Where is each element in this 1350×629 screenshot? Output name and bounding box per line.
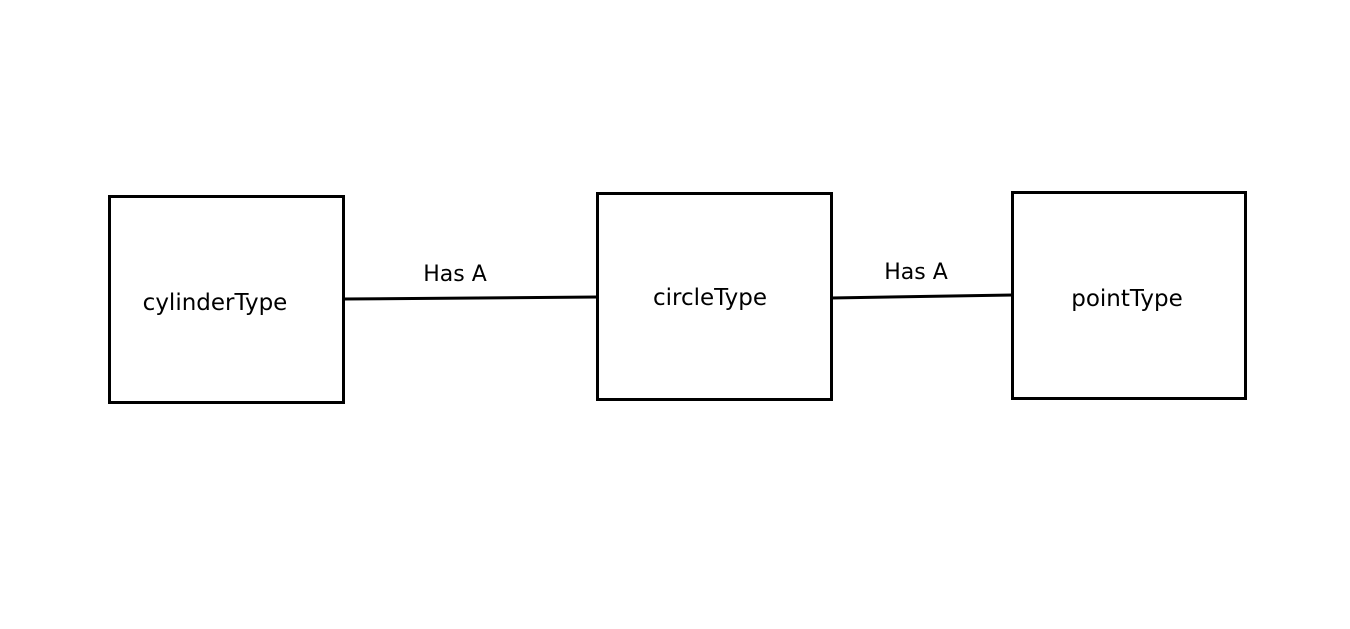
- node-box: [108, 195, 345, 404]
- edge-line-cylinder-circle: [342, 295, 599, 301]
- node-label: circleType: [653, 285, 767, 311]
- node-label: cylinderType: [143, 290, 288, 316]
- node-cylinder-type: cylinderType: [108, 195, 345, 404]
- edge-label-cylinder-circle: Has A: [423, 262, 487, 287]
- node-box: [1011, 191, 1247, 400]
- edge-line-circle-point: [830, 293, 1014, 300]
- node-label: pointType: [1071, 286, 1183, 312]
- node-circle-type: circleType: [596, 192, 833, 401]
- edge-label-circle-point: Has A: [884, 260, 948, 285]
- node-point-type: pointType: [1011, 191, 1247, 400]
- node-box: [596, 192, 833, 401]
